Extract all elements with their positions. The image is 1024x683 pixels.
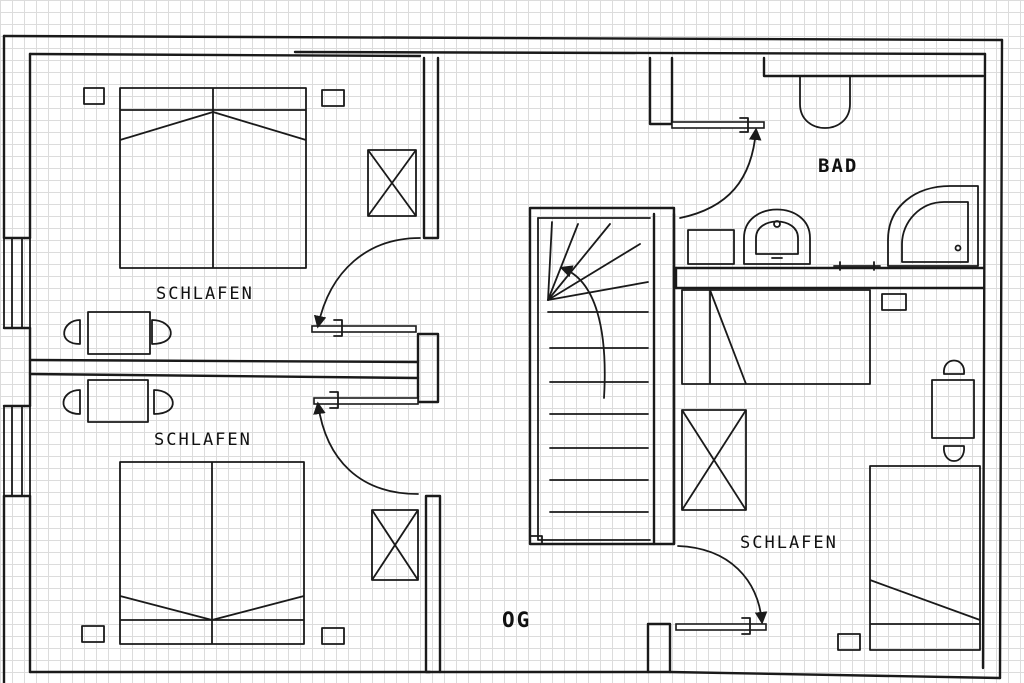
floor-label: OG — [502, 608, 531, 632]
bedroom-top-left-furniture — [63, 87, 417, 355]
doors — [311, 117, 768, 635]
staircase — [528, 206, 676, 546]
bedroom-bottom-left-furniture — [62, 379, 419, 645]
interior-walls — [28, 56, 985, 674]
bathroom-fixtures — [687, 75, 979, 271]
windows-left — [3, 237, 31, 497]
room-label-bedroom-bottom-left: SCHLAFEN — [154, 430, 252, 450]
room-label-bedroom-top-left: SCHLAFEN — [156, 284, 254, 304]
room-label-bathroom: BAD — [818, 155, 858, 177]
room-label-bedroom-right: SCHLAFEN — [740, 533, 838, 553]
bedroom-right-furniture — [681, 289, 981, 651]
room-labels: SCHLAFEN SCHLAFEN SCHLAFEN BAD OG — [154, 155, 858, 632]
